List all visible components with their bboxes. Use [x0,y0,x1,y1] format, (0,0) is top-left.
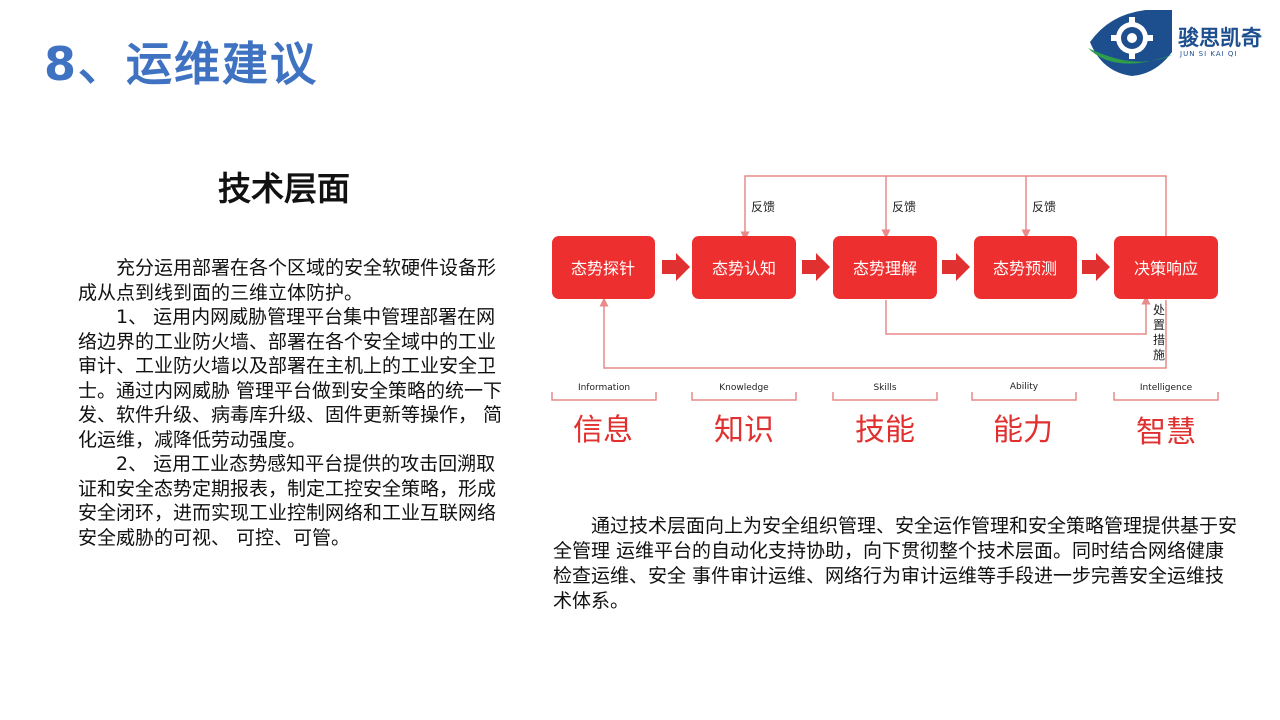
stage-label: 决策响应 [1134,259,1198,278]
level-bracket [832,392,938,401]
stage-label: 态势探针 [571,259,635,278]
level-chinese: 能力 [993,413,1053,448]
level-english: Skills [873,383,896,393]
left-paragraph: 1、 运用内网威胁管理平台集中管理部署在网络边界的工业防火墙、部署在各个安全域中… [78,306,503,451]
feedback-label: 反馈 [1032,200,1056,214]
action-label-char: 处 [1153,303,1165,317]
level-chinese: 智慧 [1136,415,1196,450]
left-paragraph: 2、 运用工业态势感知平台提供的攻击回溯取证和安全态势定期报表，制定工控安全策略… [78,453,497,549]
level-chinese: 知识 [714,413,774,448]
level-bracket [1113,392,1219,401]
level-bracket [551,392,657,401]
stage-box [974,236,1077,299]
action-label-char: 置 [1153,318,1165,332]
stage-box [1114,236,1218,299]
left-paragraph: 充分运用部署在各个区域的安全软硬件设备形成从点到线到面的三维立体防护。 [78,257,497,304]
action-line [599,297,1167,369]
right-paragraph: 通过技术层面向上为安全组织管理、安全运作管理和安全策略管理提供基于安全管理 运维… [553,515,1238,612]
company-logo [1088,10,1174,76]
action-label-char: 措 [1153,333,1165,347]
level-english: Ability [1010,382,1039,392]
stage-box [552,236,655,299]
stage-label: 态势认知 [712,259,776,278]
level-bracket [971,392,1077,401]
stage-label: 态势理解 [853,259,917,278]
section-heading: 技术层面 [218,169,350,208]
stage-box [833,236,937,299]
action-line [885,295,1151,335]
flow-arrow-icon [662,253,690,281]
level-brackets [551,392,1219,401]
level-english: Knowledge [719,383,769,393]
left-body-text: 充分运用部署在各个区域的安全软硬件设备形成从点到线到面的三维立体防护。 1、 运… [78,256,508,550]
flow-arrow-icon [802,253,830,281]
level-chinese: 信息 [573,413,633,448]
level-english: Information [578,383,630,393]
situation-awareness-diagram: 态势探针 态势认知 态势理解 态势预测 决策响应 反馈 反馈 反馈 处 置 措 … [551,175,1219,450]
stage-box [692,236,796,299]
action-label-char: 施 [1153,348,1165,362]
right-body-text: 通过技术层面向上为安全组织管理、安全运作管理和安全策略管理提供基于安全管理 运维… [553,514,1243,614]
feedback-line [740,175,1167,241]
logo-name: 骏思凯奇 [1178,26,1262,50]
level-english: Intelligence [1140,383,1193,393]
level-chinese: 技能 [855,413,915,448]
slide-title: 8、运维建议 [44,37,319,91]
flow-arrows [662,253,1110,281]
feedback-label: 反馈 [892,200,916,214]
flow-arrow-icon [942,253,970,281]
stage-label: 态势预测 [993,259,1057,278]
stage-boxes [552,236,1218,299]
feedback-label: 反馈 [751,200,775,214]
flow-lines [599,175,1167,369]
flow-arrow-icon [1082,253,1110,281]
level-bracket [691,392,797,401]
logo-subtitle: JUN SI KAI QI [1180,50,1238,58]
